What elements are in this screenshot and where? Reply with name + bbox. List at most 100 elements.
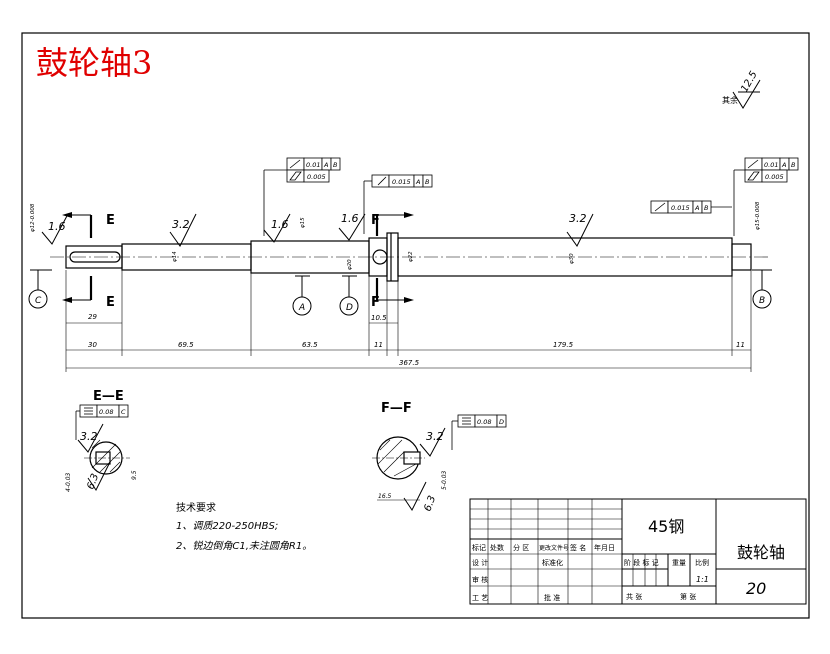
ee-width: 4-0.03 — [65, 472, 72, 492]
tol-right-runout-datumA: A — [781, 161, 786, 169]
default-roughness-label: 其余 — [722, 95, 738, 105]
tb-standard: 标准化 — [542, 558, 563, 567]
tol-right-lower-datumA: A — [694, 204, 699, 212]
drawing-title: 鼓轮轴3 — [36, 44, 152, 82]
roughness-value-1: 1.6 — [48, 220, 66, 233]
section-cut-E: E E — [62, 212, 115, 310]
tech-req-item-1: 1、调质220-250HBS; — [176, 520, 278, 532]
tol-ff-sym-value: 0.08 — [477, 418, 491, 426]
tol-ee-sym-value: 0.08 — [99, 408, 113, 416]
roughness-symbol-5 — [566, 213, 594, 247]
section-label-F-top: F — [371, 213, 380, 228]
datum-A: A — [298, 303, 305, 313]
dim-63-5: 63.5 — [302, 341, 318, 349]
datum-D-circle — [339, 296, 359, 316]
ff-width: 5-0.03 — [441, 470, 448, 490]
tol-right-lower-value: 0.015 — [671, 204, 690, 212]
diameter-15: φ15 — [300, 217, 306, 228]
tb-header-date: 年月日 — [594, 543, 615, 552]
tb-header-zone: 分 区 — [513, 543, 529, 552]
tol-right-runout-value: 0.01 — [764, 161, 778, 169]
dim-367-5: 367.5 — [399, 359, 420, 367]
dim-30: 30 — [88, 341, 97, 349]
tb-approve: 批 准 — [544, 593, 560, 602]
roughness-value-2: 3.2 — [172, 218, 190, 231]
ee-depth: 9.5 — [131, 470, 138, 480]
roughness-value-5: 3.2 — [569, 212, 587, 225]
tb-ratio: 比例 — [695, 558, 709, 567]
tol-ee-sym-datum: C — [121, 408, 126, 416]
diameter-22: φ22 — [408, 251, 414, 262]
tol-right-runout-datumB: B — [791, 161, 796, 169]
dim-10-5: 10.5 — [371, 314, 387, 322]
diameter-right-end: φ15-0.008 — [755, 201, 761, 230]
tb-sheets-total: 共 张 — [626, 592, 642, 601]
ee-rough-6-3: 6.3 — [85, 472, 101, 491]
section-view-EE — [77, 423, 130, 491]
tb-header-sign: 签 名 — [570, 543, 586, 552]
tb-weight: 重量 — [672, 559, 686, 567]
tech-req-heading: 技术要求 — [176, 501, 216, 514]
drawing-number: 20 — [746, 579, 766, 598]
title-block — [469, 498, 807, 605]
tol-left-cyl-value: 0.005 — [307, 173, 326, 181]
tb-header-change: 更改文件号 — [539, 544, 569, 552]
tol-right-cyl-value: 0.005 — [765, 173, 784, 181]
datum-B: B — [759, 296, 765, 306]
roughness-value-3: 1.6 — [271, 218, 289, 231]
dim-29: 29 — [88, 313, 97, 321]
tol-left-runout-datumA: A — [323, 161, 328, 169]
ff-rough-6-3: 6.3 — [422, 494, 438, 513]
default-roughness: 其余 12.5 — [722, 70, 761, 109]
default-roughness-value: 12.5 — [739, 70, 760, 95]
drawing-frame — [21, 32, 810, 619]
tol-mid-runout-datumA: A — [415, 178, 420, 186]
roughness-symbol-3 — [263, 213, 291, 243]
dim-179-5: 179.5 — [553, 341, 574, 349]
section-label-E-top: E — [106, 213, 115, 228]
datum-C: C — [35, 296, 42, 306]
section-label-E-bottom: E — [106, 295, 115, 310]
datum-C-circle — [28, 289, 48, 309]
section-label-F-bottom: F — [371, 295, 380, 310]
section-view-FF — [372, 427, 446, 511]
tb-header-count: 处数 — [490, 543, 504, 552]
section-cut-F: F F — [371, 212, 414, 310]
ee-rough-3-2: 3.2 — [80, 430, 98, 443]
ff-rough-3-2: 3.2 — [426, 430, 444, 443]
roughness-value-4: 1.6 — [341, 212, 359, 225]
tol-mid-runout-value: 0.015 — [392, 178, 411, 186]
material: 45钢 — [648, 517, 684, 536]
datum-A-circle — [292, 296, 312, 316]
shaft — [50, 232, 770, 282]
tb-check: 审 核 — [472, 575, 488, 584]
tb-stage: 阶 段 标 记 — [624, 558, 659, 567]
tol-mid-runout-datumB: B — [425, 178, 430, 186]
tb-sheet-no: 第 张 — [680, 592, 696, 601]
diameter-left-end: φ12-0.008 — [30, 203, 36, 232]
datum-B-circle — [752, 289, 772, 309]
tol-left-runout-value: 0.01 — [306, 161, 320, 169]
diameter-30: φ30 — [569, 253, 575, 264]
tol-ff-sym-datum: D — [499, 418, 504, 426]
diameter-20: φ20 — [347, 259, 353, 270]
tol-left-runout-datumB: B — [333, 161, 338, 169]
tb-header-mark: 标记 — [472, 543, 486, 552]
tech-req-item-2: 2、锐边倒角C1,未注圆角R1。 — [176, 540, 312, 552]
section-view-title-FF: F—F — [381, 401, 412, 416]
part-name: 鼓轮轴 — [737, 543, 785, 562]
roughness-symbol-4 — [338, 213, 366, 241]
section-view-title-EE: E—E — [93, 389, 124, 404]
scale: 1:1 — [696, 575, 709, 584]
tb-craft: 工 艺 — [472, 594, 488, 602]
dim-11-right: 11 — [736, 341, 745, 349]
ff-depth: 16.5 — [378, 493, 392, 500]
roughness-symbol-1 — [41, 213, 69, 245]
diameter-14: φ14 — [172, 251, 178, 262]
datum-D: D — [346, 303, 353, 313]
tb-design: 设 计 — [472, 558, 488, 567]
tol-right-lower-datumB: B — [704, 204, 709, 212]
dim-69-5: 69.5 — [178, 341, 194, 349]
roughness-symbol-2 — [169, 213, 197, 247]
